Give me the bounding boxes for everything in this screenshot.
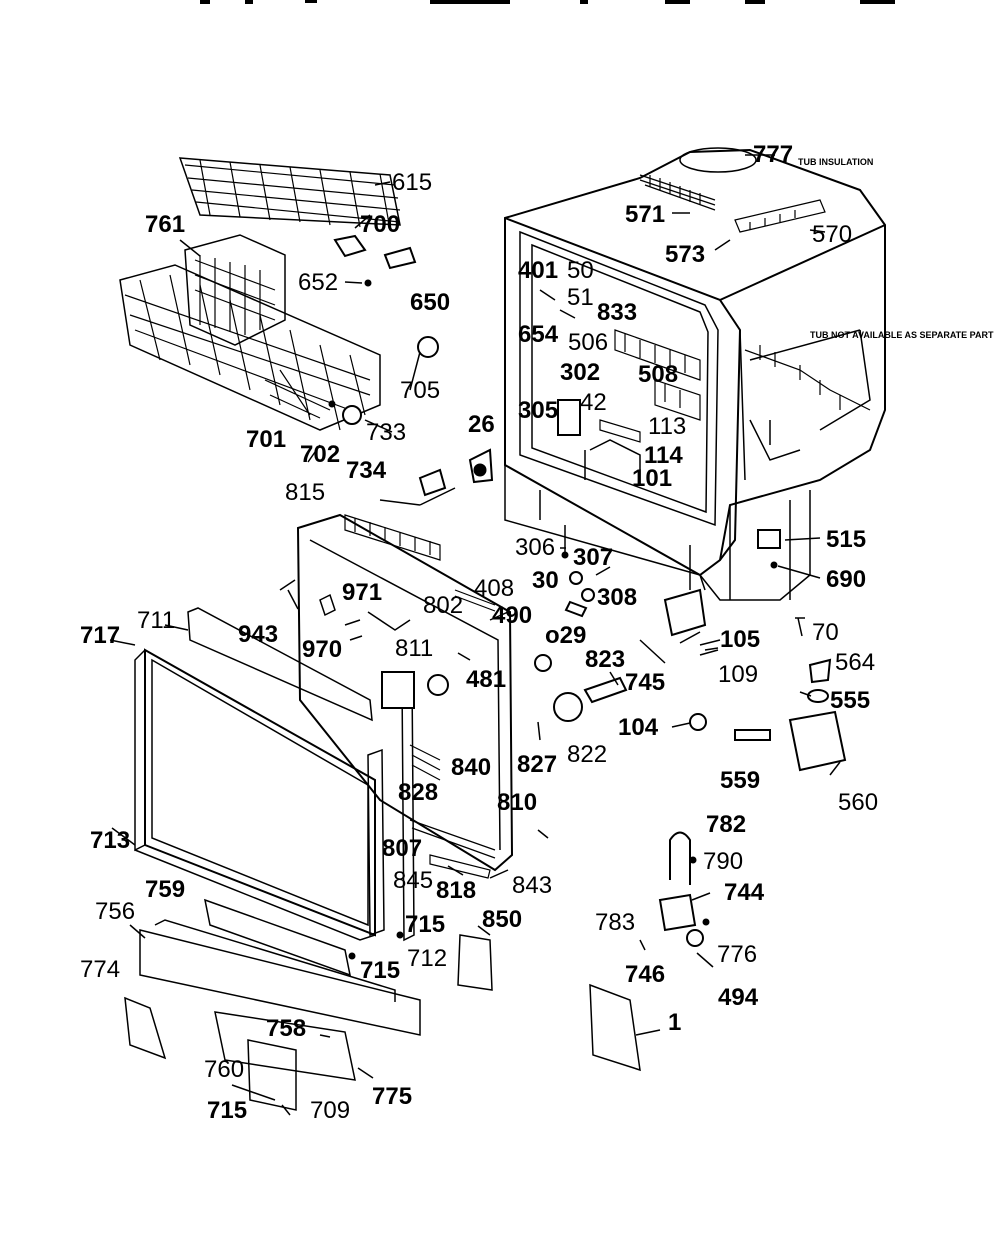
loose-components [534,571,847,1072]
label-833: 833 [597,299,637,326]
label-744: 744 [724,879,765,906]
leader-lines [109,154,841,1116]
door-assembly [124,513,514,1111]
label-506: 506 [568,329,608,356]
label-652: 652 [298,269,338,296]
label-761: 761 [145,211,185,238]
label-815: 815 [285,479,325,506]
label-508: 508 [638,361,678,388]
label-690: 690 [826,566,866,593]
label-113: 113 [648,413,686,440]
label-850: 850 [482,906,522,933]
label-717: 717 [80,622,120,649]
label-774: 774 [80,956,120,983]
cropped-header-marks [200,0,895,4]
callout-labels: 777 TUB INSULATION 571 570 573 401 50 51… [80,141,994,1124]
label-971: 971 [342,579,382,606]
label-970: 970 [302,636,342,663]
label-564: 564 [835,649,875,676]
label-307: 307 [573,544,613,571]
label-712: 712 [407,945,447,972]
label-745: 745 [625,669,665,696]
label-790: 790 [703,848,743,875]
label-114: 114 [644,442,683,469]
label-760: 760 [204,1056,244,1083]
label-705: 705 [400,377,440,404]
label-560: 560 [838,789,878,816]
label-559: 559 [720,767,760,794]
label-30: 30 [532,567,559,594]
label-823: 823 [585,646,625,673]
label-70: 70 [812,619,839,646]
tub-assembly [468,147,886,601]
racks-assembly [119,157,456,506]
label-408: 408 [474,575,514,602]
label-715b: 715 [360,957,400,984]
label-615: 615 [392,169,432,196]
label-306: 306 [515,534,555,561]
label-50: 50 [567,257,594,284]
label-481: 481 [466,666,506,693]
label-029: o29 [545,622,586,649]
label-810: 810 [497,789,537,816]
label-756: 756 [95,898,135,925]
label-701: 701 [246,426,286,453]
label-782: 782 [706,811,746,838]
label-783: 783 [595,909,635,936]
label-845: 845 [393,867,433,894]
label-105: 105 [720,626,760,653]
label-822: 822 [567,741,607,768]
label-1: 1 [668,1009,681,1036]
label-758: 758 [266,1015,306,1042]
label-42: 42 [580,389,607,416]
label-827: 827 [517,751,557,778]
label-709: 709 [310,1097,350,1124]
label-843: 843 [512,872,552,899]
label-777-note: TUB INSULATION [798,157,873,167]
label-26: 26 [468,411,495,438]
label-101: 101 [632,465,672,492]
label-733: 733 [366,419,406,446]
label-308: 308 [597,584,637,611]
label-807: 807 [382,835,422,862]
label-775: 775 [372,1083,412,1110]
label-776: 776 [717,941,757,968]
label-650: 650 [410,289,450,316]
label-302: 302 [560,359,600,386]
label-802: 802 [423,592,463,619]
tub-note: TUB NOT AVAILABLE AS SEPARATE PART [810,330,994,340]
label-715a: 715 [405,911,445,938]
label-943: 943 [238,621,278,648]
label-51: 51 [567,284,594,311]
label-811: 811 [395,635,433,662]
label-305: 305 [518,397,558,424]
label-711: 711 [137,607,175,634]
label-571: 571 [625,201,665,228]
label-654: 654 [518,321,559,348]
label-840: 840 [451,754,491,781]
label-104: 104 [618,714,659,741]
label-818: 818 [436,877,476,904]
label-555: 555 [830,687,870,714]
label-777: 777 [753,141,793,168]
label-401: 401 [518,257,558,284]
label-109: 109 [718,661,758,688]
label-828: 828 [398,779,438,806]
label-734: 734 [346,457,387,484]
label-494: 494 [718,984,759,1011]
label-702: 702 [300,441,340,468]
label-490: 490 [492,602,532,629]
label-573: 573 [665,241,705,268]
label-759: 759 [145,876,185,903]
label-715c: 715 [207,1097,247,1124]
label-515: 515 [826,526,866,553]
label-713: 713 [90,827,130,854]
label-570: 570 [812,221,852,248]
label-700: 700 [360,211,400,238]
label-746: 746 [625,961,665,988]
